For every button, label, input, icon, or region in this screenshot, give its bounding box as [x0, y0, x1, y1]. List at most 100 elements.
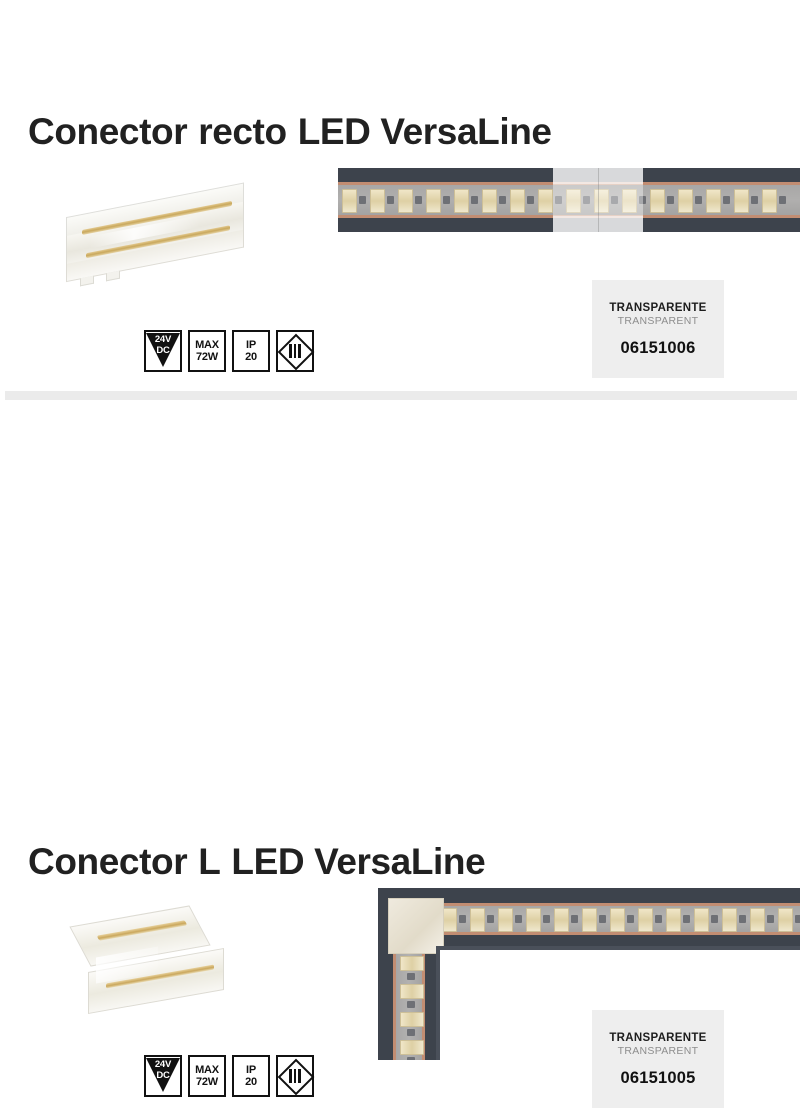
strip-resistor: [723, 196, 730, 204]
product-code-card-recto: TRANSPARENTE TRANSPARENT 06151006: [592, 280, 724, 378]
badge-protection-class: [276, 330, 315, 372]
spec-badge-row-l: 24V DC MAX 72W IP 20: [144, 1055, 315, 1097]
led-chip: [400, 1012, 424, 1027]
strip-resistor: [415, 196, 422, 204]
strip-resistor: [443, 196, 450, 204]
led-chip: [400, 956, 424, 971]
led-chip: [342, 189, 357, 213]
straight-connector-body: [66, 182, 244, 287]
led-chip: [694, 908, 709, 932]
strip-resistor: [407, 973, 415, 980]
led-chip: [610, 908, 625, 932]
badge-max-power: MAX 72W: [188, 1055, 226, 1097]
color-name-en: TRANSPARENT: [617, 314, 699, 327]
badge-ip-line2: 20: [245, 1076, 257, 1088]
title-variant: recto: [198, 111, 287, 152]
strip-resistor: [407, 1057, 415, 1060]
strip-resistor: [527, 196, 534, 204]
class-three-diamond-icon: [277, 333, 315, 371]
led-strip-photo-straight: [338, 168, 800, 232]
badge-power-line1: MAX: [195, 1064, 219, 1076]
voltage-triangle-icon: 24V DC: [146, 332, 180, 370]
led-chip: [666, 908, 681, 932]
strip-resistor: [543, 915, 550, 923]
led-chip: [762, 189, 777, 213]
led-chip: [734, 189, 749, 213]
badge-voltage-line1: 24V: [154, 334, 172, 345]
product-code: 06151006: [620, 338, 696, 357]
color-name-es: TRANSPARENTE: [609, 1031, 707, 1044]
strip-resistor: [407, 1001, 415, 1008]
strip-resistor: [571, 915, 578, 923]
led-chip: [498, 908, 513, 932]
title-suffix: LED VersaLine: [297, 111, 552, 152]
strip-resistor: [767, 915, 774, 923]
strip-resistor: [407, 1029, 415, 1036]
badge-ip-rating: IP 20: [232, 330, 270, 372]
corner-strip-led-array-vertical: [393, 954, 425, 1060]
badge-voltage-line2: DC: [156, 345, 170, 356]
strip-resistor: [751, 196, 758, 204]
led-chip: [778, 908, 793, 932]
section-divider: [5, 391, 797, 400]
led-chip: [582, 908, 597, 932]
strip-resistor: [459, 915, 466, 923]
led-chip: [750, 908, 765, 932]
led-chip: [398, 189, 413, 213]
badge-ip-line2: 20: [245, 351, 257, 363]
strip-resistor: [515, 915, 522, 923]
connector-notch: [80, 275, 94, 287]
strip-resistor: [487, 915, 494, 923]
product-photo-l-connector: [58, 892, 244, 1020]
led-chip: [650, 189, 665, 213]
voltage-triangle-icon: 24V DC: [146, 1057, 180, 1095]
led-chip: [722, 908, 737, 932]
led-chip: [482, 189, 497, 213]
led-chip: [510, 189, 525, 213]
strip-resistor: [739, 915, 746, 923]
color-name-en: TRANSPARENT: [617, 1044, 699, 1057]
corner-strip-led-array-horizontal: [440, 903, 800, 935]
badge-voltage: 24V DC: [144, 330, 182, 372]
led-chip: [706, 189, 721, 213]
title-prefix: Conector: [28, 111, 188, 152]
badge-voltage-line2: DC: [156, 1070, 170, 1081]
title-suffix: LED VersaLine: [231, 841, 486, 882]
led-chip: [470, 908, 485, 932]
strip-resistor: [627, 915, 634, 923]
strip-resistor: [683, 915, 690, 923]
badge-protection-class: [276, 1055, 315, 1097]
strip-connector-joint: [553, 168, 643, 232]
strip-resistor: [711, 915, 718, 923]
led-chip: [370, 189, 385, 213]
led-chip: [638, 908, 653, 932]
badge-power-line2: 72W: [195, 351, 218, 363]
badge-voltage-line1: 24V: [154, 1059, 172, 1070]
strip-resistor: [795, 915, 800, 923]
led-chip: [526, 908, 541, 932]
strip-joint-seam: [598, 168, 599, 232]
led-chip: [400, 1040, 424, 1055]
color-name-es: TRANSPARENTE: [609, 301, 707, 314]
led-chip: [454, 189, 469, 213]
badge-voltage: 24V DC: [144, 1055, 182, 1097]
strip-resistor: [667, 196, 674, 204]
spec-badge-row-recto: 24V DC MAX 72W IP 20: [144, 330, 315, 372]
product-code: 06151005: [620, 1068, 696, 1087]
strip-resistor: [359, 196, 366, 204]
l-connector-body: [62, 898, 240, 1016]
badge-ip-rating: IP 20: [232, 1055, 270, 1097]
product-photo-straight-connector: [58, 178, 258, 290]
strip-resistor: [499, 196, 506, 204]
title-variant: L: [198, 841, 221, 882]
led-chip: [538, 189, 553, 213]
product-code-card-l: TRANSPARENTE TRANSPARENT 06151005: [592, 1010, 724, 1108]
led-chip: [554, 908, 569, 932]
led-chip: [678, 189, 693, 213]
strip-resistor: [599, 915, 606, 923]
class-three-diamond-icon: [277, 1058, 315, 1096]
